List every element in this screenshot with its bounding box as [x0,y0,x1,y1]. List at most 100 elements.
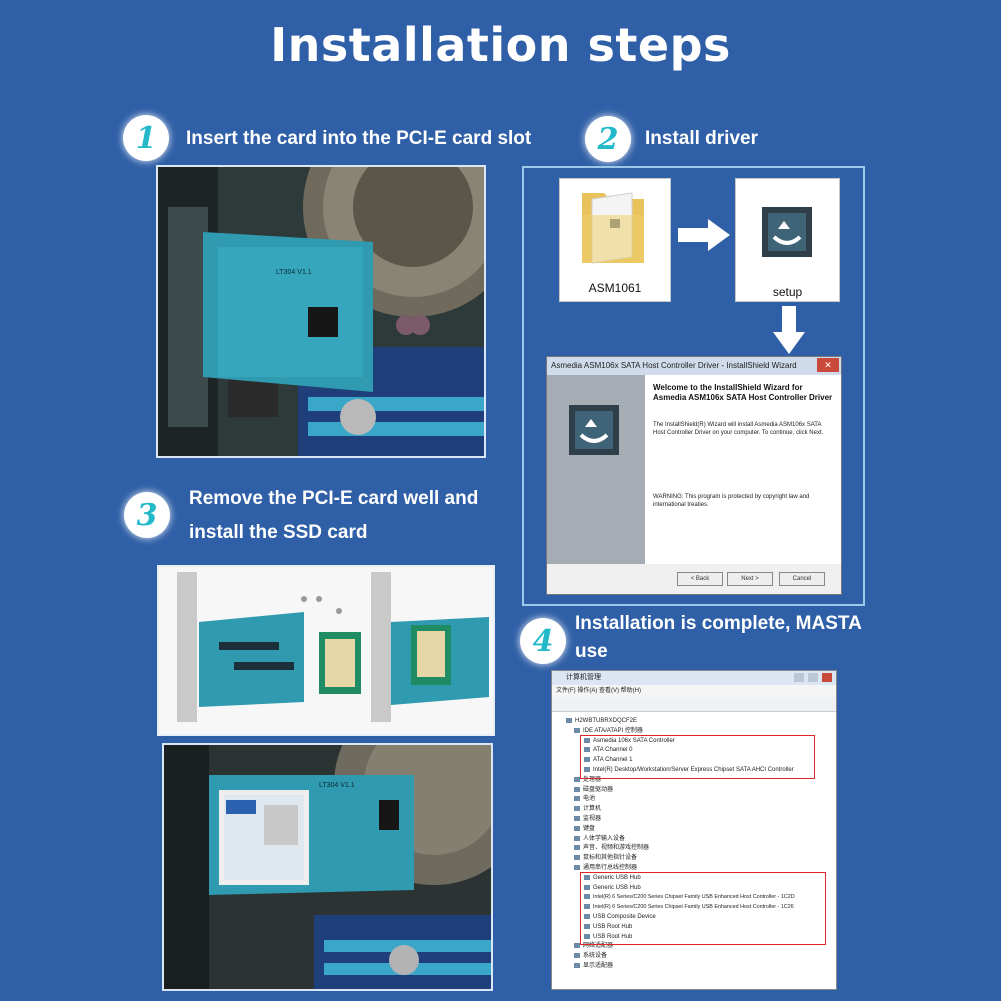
tree-device[interactable]: USB Root Hub [584,923,632,933]
minimize-icon[interactable] [794,673,804,682]
highlight-sata-devices [580,735,815,779]
board-silk-text: LT304 V1.1 [276,269,312,276]
usb-icon [584,933,590,939]
tree-root[interactable]: H2WBTUBRXDQCF2E [566,717,637,727]
tree-category[interactable]: 键盘 [574,825,595,835]
step-3-text-line2: install the SSD card [189,522,368,543]
tree-category[interactable]: 鼠标和其他指针设备 [574,854,637,864]
tree-category[interactable]: 磁盘驱动器 [574,786,613,796]
page-title: Installation steps [270,18,731,72]
computer-icon [566,717,572,723]
maximize-icon[interactable] [808,673,818,682]
device-icon [584,766,590,772]
setup-label: setup [772,285,803,299]
usb-icon [584,894,590,900]
usb-icon [584,913,590,919]
tree-device[interactable]: Intel(R) Desktop/Workstation/Server Expr… [584,766,794,776]
tree-category[interactable]: 计算机 [574,805,601,815]
tree-category[interactable]: 电池 [574,795,595,805]
category-icon [574,727,580,733]
category-icon [574,855,580,861]
wizard-warning-text: WARNING: This program is protected by co… [653,494,810,508]
wizard-title-bar: Asmedia ASM106x SATA Host Controller Dri… [547,357,841,375]
tree-device[interactable]: ATA Channel 0 [584,746,632,756]
category-icon [574,835,580,841]
step-4-text-line1: Installation is complete, MASTA [575,613,862,634]
usb-icon [584,904,590,910]
tree-device[interactable]: Generic USB Hub [584,884,641,894]
tree-device[interactable]: Intel(R) 6 Series/C200 Series Chipset Fa… [584,893,795,903]
cancel-button[interactable]: Cancel [779,572,825,586]
step-4-text-line2: use [575,641,608,662]
category-icon [574,806,580,812]
installshield-logo-icon [569,405,619,455]
tree-device[interactable]: Asmedia 106x SATA Controller [584,737,675,747]
usb-icon [584,874,590,880]
tree-device[interactable]: USB Root Hub [584,933,632,943]
tree-category[interactable]: 处理器 [574,776,601,786]
wizard-body: Welcome to the InstallShield Wizard for … [547,375,841,564]
step-4-text: Installation is complete, MASTA use [575,610,862,666]
device-manager-window: 计算机管理 文件(F) 操作(A) 查看(V) 帮助(H) H2WBTUBRXD… [551,670,837,990]
step-3-text: Remove the PCI-E card well and install t… [189,482,478,550]
tree-category[interactable]: 通用串行总线控制器 [574,864,637,874]
close-icon[interactable]: ✕ [817,358,839,372]
tree-category[interactable]: 声音、视频和游戏控制器 [574,844,649,854]
wizard-side-banner [547,375,645,564]
category-icon [574,943,580,949]
card-ssd-photo [159,567,493,734]
step-2-badge: 2 [585,116,631,162]
step-3-badge: 3 [124,492,170,538]
photo-card-in-slot: LT304 V1.1 [156,165,486,458]
folder-label: ASM1061 [588,281,642,295]
category-icon [574,953,580,959]
next-button[interactable]: Next > [727,572,773,586]
installshield-wizard-window: Asmedia ASM106x SATA Host Controller Dri… [546,356,842,595]
device-icon [584,757,590,763]
tree-category[interactable]: IDE ATA/ATAPI 控制器 [574,727,643,737]
category-icon [574,815,580,821]
setup-tile[interactable]: setup [735,178,840,302]
driver-folder-tile[interactable]: ASM1061 [559,178,671,302]
wizard-body-text: The InstallShield(R) Wizard will install… [653,422,824,436]
usb-icon [584,884,590,890]
tree-category[interactable]: 人体学输入设备 [574,835,625,845]
folder-icon [582,192,644,264]
category-icon [574,776,580,782]
device-icon [584,747,590,753]
tree-category[interactable]: 网络适配器 [574,942,613,952]
tree-category[interactable]: 显示适配器 [574,962,613,972]
wizard-heading: Welcome to the InstallShield Wizard for … [653,383,833,402]
arrow-down-icon [773,306,805,354]
back-button[interactable]: < Back [677,572,723,586]
device-tree: H2WBTUBRXDQCF2E IDE ATA/ATAPI 控制器 Asmedi… [552,713,836,989]
highlight-usb-devices [580,872,826,945]
category-icon [574,962,580,968]
photo-card-and-ssd [157,565,495,736]
photo-ssd-mounted: LT304 V1.1 [162,743,493,991]
tree-device[interactable]: Intel(R) 6 Series/C200 Series Chipset Fa… [584,903,794,913]
category-icon [574,796,580,802]
category-icon [574,845,580,851]
step-1-badge: 1 [123,115,169,161]
tree-device[interactable]: Generic USB Hub [584,874,641,884]
device-manager-title-bar: 计算机管理 [552,671,836,685]
setup-icon [762,207,812,257]
tree-device[interactable]: ATA Channel 1 [584,756,632,766]
device-manager-toolbar [552,697,836,712]
step-3-text-line1: Remove the PCI-E card well and [189,488,479,509]
device-icon [584,737,590,743]
device-manager-menu[interactable]: 文件(F) 操作(A) 查看(V) 帮助(H) [552,685,836,697]
board-silk-text: LT304 V1.1 [319,782,355,789]
tree-category[interactable]: 系统设备 [574,952,607,962]
tree-category[interactable]: 监视器 [574,815,601,825]
step-1-text: Insert the card into the PCI-E card slot [186,128,532,149]
ssd-mounted-photo: LT304 V1.1 [164,745,491,989]
close-icon[interactable] [822,673,832,682]
step-2-text: Install driver [645,128,758,149]
category-icon [574,825,580,831]
motherboard-photo: LT304 V1.1 [158,167,484,456]
category-icon [574,864,580,870]
arrow-right-icon [678,219,730,251]
tree-device[interactable]: USB Composite Device [584,913,656,923]
